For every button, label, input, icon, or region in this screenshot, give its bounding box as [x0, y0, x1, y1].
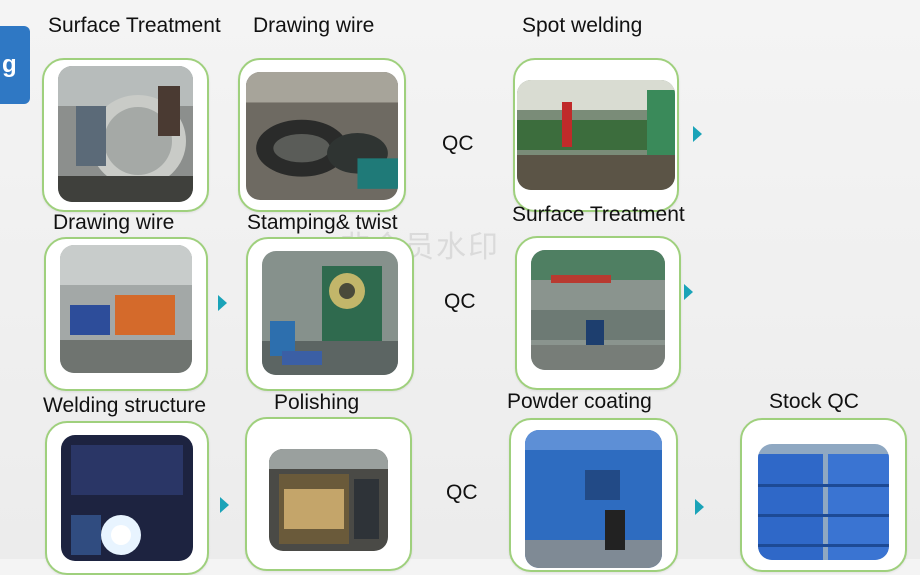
photo-stamping-twist	[246, 237, 414, 391]
arrow-right-icon	[693, 126, 702, 142]
photo-surface-treatment-1	[42, 58, 209, 212]
section-tab: g	[0, 26, 30, 104]
label-welding-structure: Welding structure	[43, 394, 207, 417]
arrow-right-icon	[218, 295, 227, 311]
label-powder-coating: Powder coating	[507, 390, 652, 413]
label-surface-treatment-2: Surface Treatment	[512, 203, 685, 226]
photo-drawing-wire-2	[44, 237, 208, 391]
qc-label-row-3: QC	[446, 481, 478, 504]
photo-surface-treatment-2	[515, 236, 681, 390]
photo-welding-structure	[45, 421, 209, 575]
photo-polishing	[245, 417, 412, 571]
arrow-right-icon	[220, 497, 229, 513]
label-stock-qc: Stock QC	[769, 390, 859, 413]
qc-label-row-2: QC	[444, 290, 476, 313]
photo-spot-welding	[513, 58, 679, 212]
label-stamping-twist: Stamping& twist	[247, 211, 398, 234]
photo-stock-qc	[740, 418, 907, 572]
photo-powder-coating	[509, 418, 678, 572]
section-tab-text: g	[2, 51, 17, 78]
arrow-right-icon	[695, 499, 704, 515]
label-surface-treatment-1: Surface Treatment	[48, 14, 221, 37]
arrow-right-icon	[684, 284, 693, 300]
photo-drawing-wire-1	[238, 58, 406, 212]
label-spot-welding: Spot welding	[522, 14, 643, 37]
label-drawing-wire-1: Drawing wire	[253, 14, 375, 37]
label-polishing: Polishing	[274, 391, 360, 414]
qc-label-row-1: QC	[442, 132, 474, 155]
label-drawing-wire-2: Drawing wire	[53, 211, 175, 234]
